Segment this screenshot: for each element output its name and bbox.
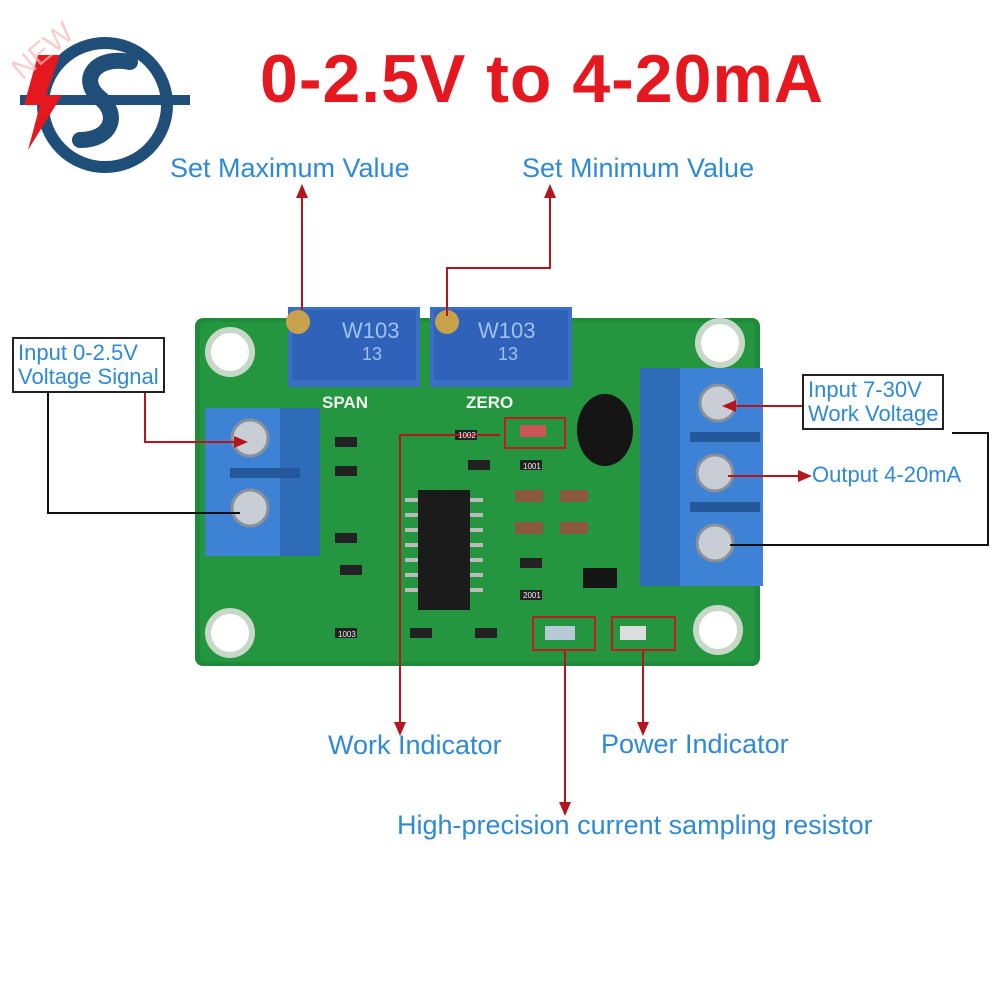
work-indicator-label: Work Indicator <box>328 730 502 760</box>
set-maximum-label: Set Maximum Value <box>170 153 410 183</box>
pot2-label: W103 <box>478 318 535 343</box>
set-minimum-label: Set Minimum Value <box>522 153 755 183</box>
input-voltage-line2: Voltage Signal <box>18 364 159 389</box>
input-voltage-box: Input 0-2.5V Voltage Signal <box>12 337 165 393</box>
power-indicator-label: Power Indicator <box>601 729 789 759</box>
resistor-code: 1002 <box>458 431 476 440</box>
resistor-code: 1003 <box>338 630 356 639</box>
resistor-code: 2001 <box>523 591 541 600</box>
span-silkscreen: SPAN <box>322 393 368 412</box>
pot1-label: W103 <box>342 318 399 343</box>
output-label: Output 4-20mA <box>812 462 962 487</box>
pot2-sub: 13 <box>498 344 518 364</box>
brand-logo-icon: NEW <box>6 16 190 173</box>
page-title: 0-2.5V to 4-20mA <box>260 41 824 117</box>
work-voltage-line1: Input 7-30V <box>808 377 922 402</box>
resistor-code: 1001 <box>523 462 541 471</box>
zero-silkscreen: ZERO <box>466 393 513 412</box>
input-voltage-line1: Input 0-2.5V <box>18 340 138 365</box>
work-voltage-line2: Work Voltage <box>808 401 939 426</box>
sampling-resistor-label: High-precision current sampling resistor <box>397 810 873 840</box>
pot1-sub: 13 <box>362 344 382 364</box>
work-voltage-box: Input 7-30V Work Voltage <box>802 374 945 430</box>
